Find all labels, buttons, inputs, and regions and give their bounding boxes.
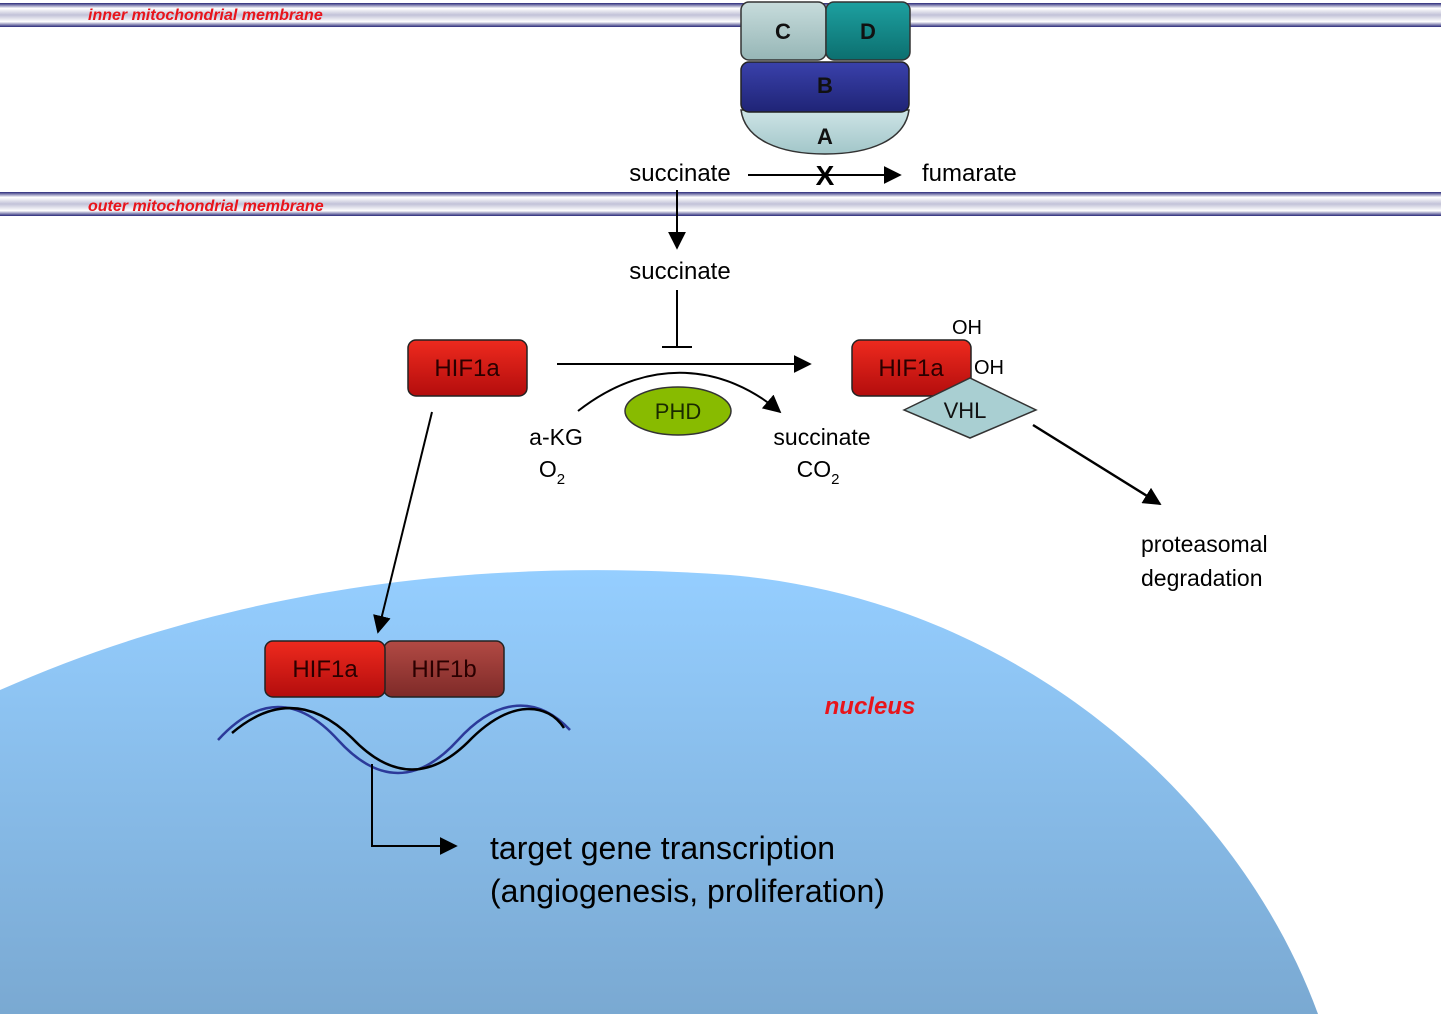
dna-strand-blue [217,704,571,775]
degradation-arrow [1032,423,1162,506]
sdh-subunit-c-label: C [775,19,791,44]
nuclear-hif1b-label: HIF1b [411,656,476,683]
hydroxyl-label-top: OH [952,317,982,339]
sdh-subunit-d [825,1,911,61]
hif1a-box [407,339,528,397]
degradation-label-line2: degradation [1141,565,1263,591]
akg-label: a-KG [529,424,583,450]
nuclear-hif1a-box [264,640,386,698]
sdh-subunit-d-label: D [860,19,876,44]
fumarate-label: fumarate [922,160,1017,187]
sdh-subunit-b-label: B [817,73,833,98]
inner-membrane-band [0,3,1441,27]
outer-membrane-band [0,192,1441,216]
outer-membrane-label: outer mitochondrial membrane [88,198,324,215]
sdh-subunit-a-label: A [817,124,833,149]
hif1a-hydroxylated-box [851,339,972,397]
dna-strand-black [231,706,566,771]
phd-label: PHD [655,399,701,424]
byproduct-succinate-label: succinate [773,424,870,450]
nucleus-label: nucleus [825,693,916,720]
o2-label: O2 [539,456,565,488]
transcription-label-line1: target gene transcription [490,830,835,866]
vhl-label: VHL [944,398,987,423]
reaction-blocked-mark: X [816,160,835,191]
hydroxyl-label-right: OH [974,357,1004,379]
transcription-label-line2: (angiogenesis, proliferation) [490,873,885,909]
hif1a-label: HIF1a [434,355,500,382]
nuclear-translocation-arrow [373,411,433,634]
sdh-subunit-a [740,109,910,155]
nuclear-hif1a-label: HIF1a [292,656,358,683]
vhl-protein [902,377,1038,439]
sdh-complex: C D B A [740,1,911,155]
co2-label: CO2 [797,456,840,488]
phd-enzyme [624,386,732,436]
transcription-arrow [371,764,458,855]
degradation-label-line1: proteasomal [1141,531,1268,557]
cytosol-succinate-label: succinate [629,258,730,285]
nucleus-region [0,570,1318,1014]
sdh-subunit-b [740,61,910,113]
cofactor-curve-arrow [577,371,782,414]
mito-succinate-label: succinate [629,160,730,187]
inner-membrane-label: inner mitochondrial membrane [88,7,323,24]
hif1a-hydroxylated-label: HIF1a [878,355,944,382]
